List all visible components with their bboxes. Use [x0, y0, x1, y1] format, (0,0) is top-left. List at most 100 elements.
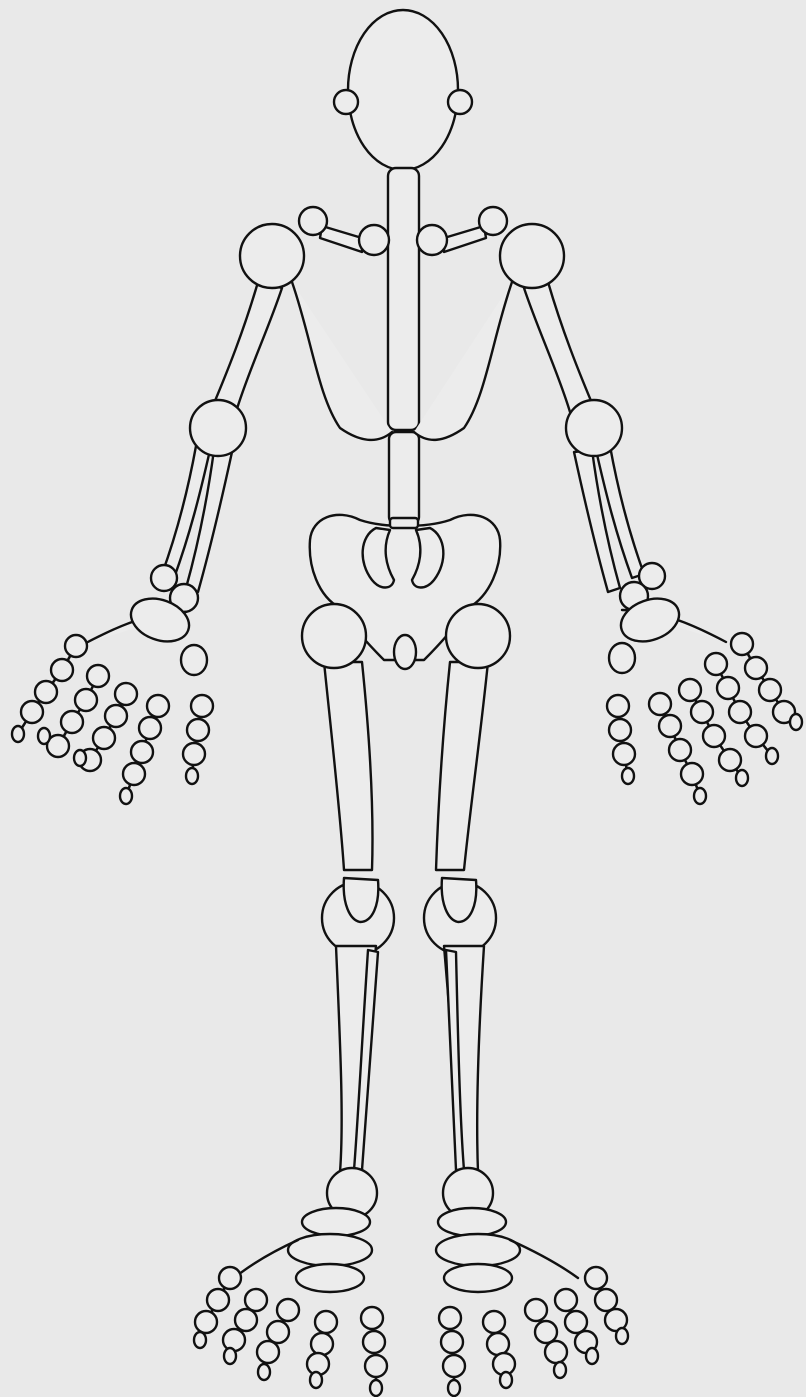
left-clavicle-joint [359, 225, 389, 255]
left-finger-4-joint [147, 695, 169, 717]
skull [348, 10, 458, 170]
left-toe-3-joint [267, 1321, 289, 1343]
left-finger-5-joint [183, 743, 205, 765]
right-clavicle [444, 226, 486, 252]
left-finger-1-joint [21, 701, 43, 723]
left-finger-5-tip [186, 768, 198, 784]
right-finger-1-joint [759, 679, 781, 701]
right-toe-1-joint [595, 1289, 617, 1311]
right-finger-5-joint [607, 695, 629, 717]
right-toe-1-joint [585, 1267, 607, 1289]
left-finger-2-joint [87, 665, 109, 687]
left-toe-3-joint [257, 1341, 279, 1363]
left-tarsal [296, 1264, 364, 1292]
right-tarsal [444, 1264, 512, 1292]
right-finger-4-tip [694, 788, 706, 804]
left-clavicle-end [299, 207, 327, 235]
right-toe-2-joint [555, 1289, 577, 1311]
lower-spine [389, 432, 419, 524]
left-toe-2-joint [235, 1309, 257, 1331]
right-humerus [524, 282, 594, 412]
right-finger-4-joint [659, 715, 681, 737]
left-ribcage [292, 282, 392, 440]
left-tarsal [302, 1208, 370, 1236]
left-foot-line [234, 1240, 298, 1278]
right-toe-3-joint [525, 1299, 547, 1321]
right-toe-5-joint [439, 1307, 461, 1329]
left-toe-4-joint [315, 1311, 337, 1333]
right-finger-2-joint [717, 677, 739, 699]
left-toe-5-joint [363, 1331, 385, 1353]
left-finger-4-tip [120, 788, 132, 804]
left-ear [334, 90, 358, 114]
right-finger-3-joint [703, 725, 725, 747]
right-finger-2-tip [766, 748, 778, 764]
right-toe-1-tip [616, 1328, 628, 1344]
left-shoulder-joint [240, 224, 304, 288]
right-toe-4-joint [487, 1333, 509, 1355]
right-finger-1-tip [790, 714, 802, 730]
right-finger-3-joint [691, 701, 713, 723]
left-finger-3-joint [115, 683, 137, 705]
left-toe-5-joint [361, 1307, 383, 1329]
right-tarsal [436, 1234, 520, 1266]
left-toe-3-tip [258, 1364, 270, 1380]
left-finger-5-joint [187, 719, 209, 741]
right-ribcage [414, 282, 512, 440]
left-toe-4-joint [311, 1333, 333, 1355]
left-wrist-joint [151, 565, 177, 591]
right-tarsal [438, 1208, 506, 1236]
left-finger-2-joint [75, 689, 97, 711]
left-toe-1-tip [194, 1332, 206, 1348]
left-finger-5-joint [191, 695, 213, 717]
left-toe-4-tip [310, 1372, 322, 1388]
coccyx [394, 635, 416, 669]
right-finger-2-joint [705, 653, 727, 675]
left-toe-2-tip [224, 1348, 236, 1364]
right-toe-3-joint [545, 1341, 567, 1363]
left-toe-1-joint [207, 1289, 229, 1311]
right-toe-3-joint [535, 1321, 557, 1343]
right-ear [448, 90, 472, 114]
right-hip-joint [446, 604, 510, 668]
right-toe-2-joint [565, 1311, 587, 1333]
left-finger-3-joint [105, 705, 127, 727]
left-finger-3-tip [74, 750, 86, 766]
left-toe-2-joint [223, 1329, 245, 1351]
right-clavicle-joint [417, 225, 447, 255]
right-foot-line [510, 1240, 578, 1278]
left-toe-5-tip [370, 1380, 382, 1396]
right-shoulder-joint [500, 224, 564, 288]
right-thumb-base [609, 643, 635, 673]
left-toe-2-joint [245, 1289, 267, 1311]
right-clavicle-end [479, 207, 507, 235]
left-elbow-joint [190, 400, 246, 456]
right-finger-5-tip [622, 768, 634, 784]
right-finger-3-tip [736, 770, 748, 786]
right-toe-3-tip [554, 1362, 566, 1378]
left-finger-1-tip [12, 726, 24, 742]
right-finger-3-joint [679, 679, 701, 701]
right-finger-2-joint [745, 725, 767, 747]
right-toe-4-joint [483, 1311, 505, 1333]
left-foot [194, 1208, 387, 1396]
upper-spine [388, 168, 419, 430]
right-toe-5-tip [448, 1380, 460, 1396]
left-clavicle [320, 226, 362, 252]
left-finger-4-joint [131, 741, 153, 763]
right-elbow-joint [566, 400, 622, 456]
right-hand [607, 591, 802, 804]
right-finger-1-joint [731, 633, 753, 655]
right-foot [436, 1208, 628, 1396]
right-toe-2-tip [586, 1348, 598, 1364]
left-toe-1-joint [195, 1311, 217, 1333]
right-toe-4-tip [500, 1372, 512, 1388]
left-finger-4-joint [123, 763, 145, 785]
right-finger-5-joint [613, 743, 635, 765]
left-finger-4-joint [139, 717, 161, 739]
right-toe-5-joint [443, 1355, 465, 1377]
left-humerus [212, 282, 282, 412]
left-toe-1-joint [219, 1267, 241, 1289]
